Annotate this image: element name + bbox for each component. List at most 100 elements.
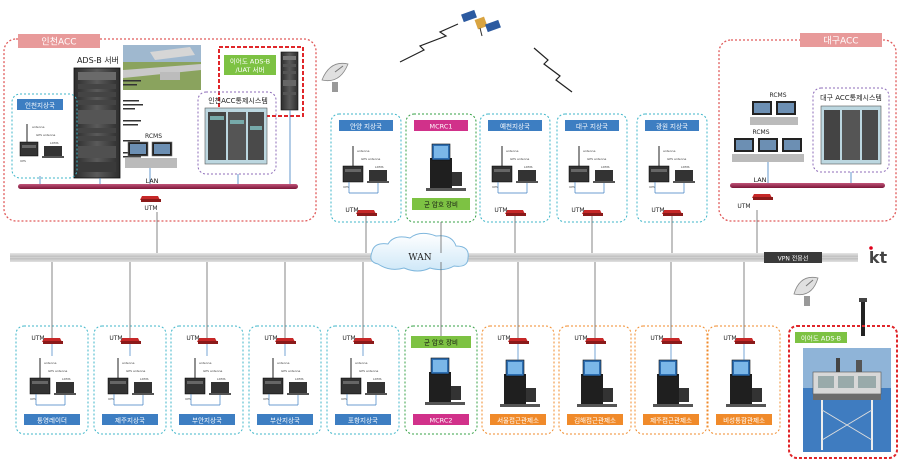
satellite-dish-top [321,62,349,92]
bottom-station-4-ups: UPS [341,397,347,401]
incheon-ground-ups: UPS [20,159,26,163]
incheon-rcms-label: RCMS [145,133,162,140]
incheon-ground-station-label: 인천지상국 [25,101,55,110]
top-station-2-ups: UPS [492,185,498,189]
bottom-station-2-label: 부안지상국 [192,416,222,425]
bottom-station-1-gps: GPS antenna [126,369,146,373]
bottom-station-2-ups: UPS [185,397,191,401]
daegu-rcms-2-label: RCMS [752,129,769,136]
bottom-station-2-antenna: antenna [199,361,212,365]
bottom-station-0-label: 통영레이더 [37,416,67,425]
wan-line-label: VPN 전용선 [778,255,809,263]
bottom-station-0-ups: UPS [30,397,36,401]
bottom-station-0-antenna: antenna [44,361,57,365]
bottom-station-1-ldms: LDMS [140,377,149,381]
bottom-station-8-utm: UTM [650,335,663,342]
top-station-1-label: MCRC1 [429,123,452,131]
bottom-station-3-ups: UPS [263,397,269,401]
daegu-utm-label: UTM [737,203,750,210]
incheon-acc-group: 인천ACC ADS-B 서버 [3,34,317,222]
top-station-4-ldms: LDMS [681,165,690,169]
bottom-station-4-gps: GPS antenna [359,369,379,373]
incheon-ground-ldms: LDMS [50,141,59,145]
radio-link-left [399,23,459,63]
top-station-0-utm: UTM [345,207,358,214]
top-station-3-ups: UPS [569,185,575,189]
top-station-4-gps: GPS antenna [667,157,687,161]
bottom-station-0-gps: GPS antenna [48,369,68,373]
incheon-control-label: 인천ACC통제시스템 [208,96,268,105]
satellite-icon [461,9,501,37]
top-station-3-utm: UTM [571,207,584,214]
wan-label: WAN [408,253,431,263]
top-station-4-utm: UTM [651,207,664,214]
bottom-station-3-antenna: antenna [277,361,290,365]
incheon-lan: LAN UTM [18,110,298,212]
ieodo-platform-photo [803,348,891,452]
top-station-2-gps: GPS antenna [510,157,530,161]
bottom-station-4-label: 포항지상국 [348,416,378,425]
top-station-3-label: 대구 지상국 [576,122,608,131]
bottom-station-6-utm: UTM [497,335,510,342]
bottom-station-0-ldms: LDMS [62,377,71,381]
bottom-station-1-label: 제주지상국 [115,416,145,425]
ieodo-server-box: 이어도 ADS-B /UAT 서버 [218,46,304,117]
top-station-0-ldms: LDMS [375,165,384,169]
top-station-3-gps: GPS antenna [587,157,607,161]
top-station-3-antenna: antenna [583,149,596,153]
wan-cloud: WAN [370,232,469,272]
bottom-station-2-ldms: LDMS [217,377,226,381]
ieodo-station-border [788,325,898,459]
bottom-station-3-gps: GPS antenna [281,369,301,373]
ieodo-station-group: 이어도 ADS-B [788,276,898,459]
bottom-station-4-utm: UTM [342,335,355,342]
bottom-station-2-gps: GPS antenna [203,369,223,373]
incheon-acc-border [3,38,317,222]
bottom-station-4-ldms: LDMS [373,377,382,381]
bottom-station-3-utm: UTM [264,335,277,342]
radio-link-right [533,47,573,93]
bottom-station-4-antenna: antenna [355,361,368,365]
top-station-0-ups: UPS [343,185,349,189]
top-station-3-ldms: LDMS [601,165,610,169]
bottom-station-2-utm: UTM [186,335,199,342]
daegu-rcms-1: RCMS [750,92,798,125]
top-station-2-antenna: antenna [506,149,519,153]
bottom-station-9-label: 비성통합관제소 [723,416,765,425]
bottom-station-0-utm: UTM [31,335,44,342]
top-station-2-utm: UTM [494,207,507,214]
bottom-station-1-utm: UTM [109,335,122,342]
kt-logo: kt [869,248,888,267]
daegu-rcms-2: RCMS [732,129,804,162]
top-station-4-antenna: antenna [663,149,676,153]
satellite-dish-bottom [793,276,819,306]
incheon-ground-antenna: antenna [32,125,45,129]
top-station-2-label: 예천지상국 [500,122,530,131]
bottom-station-1-antenna: antenna [122,361,135,365]
bottom-station-9-utm: UTM [723,335,736,342]
bottom-station-5-crypto: 군 암호 장비 [424,338,458,347]
adsb-server-rack [73,67,121,179]
bottom-station-7-utm: UTM [574,335,587,342]
adsb-server-annotations [123,80,143,158]
daegu-acc-title: 대구ACC [823,36,858,47]
incheon-ground-station: 인천지상국 antenna GPS antenna LDMS UPS [11,93,78,179]
daegu-acc-group: 대구ACC 대구 ACC통제시스템 RCMS RCMS LAN [718,33,897,222]
bottom-station-1-ups: UPS [108,397,114,401]
incheon-rcms: RCMS [125,133,177,168]
top-station-0-label: 안양 지상국 [350,122,382,131]
incheon-acc-title-box [18,34,100,48]
daegu-acc-title-box [800,33,882,47]
daegu-control-label: 대구 ACC통제시스템 [820,94,882,102]
